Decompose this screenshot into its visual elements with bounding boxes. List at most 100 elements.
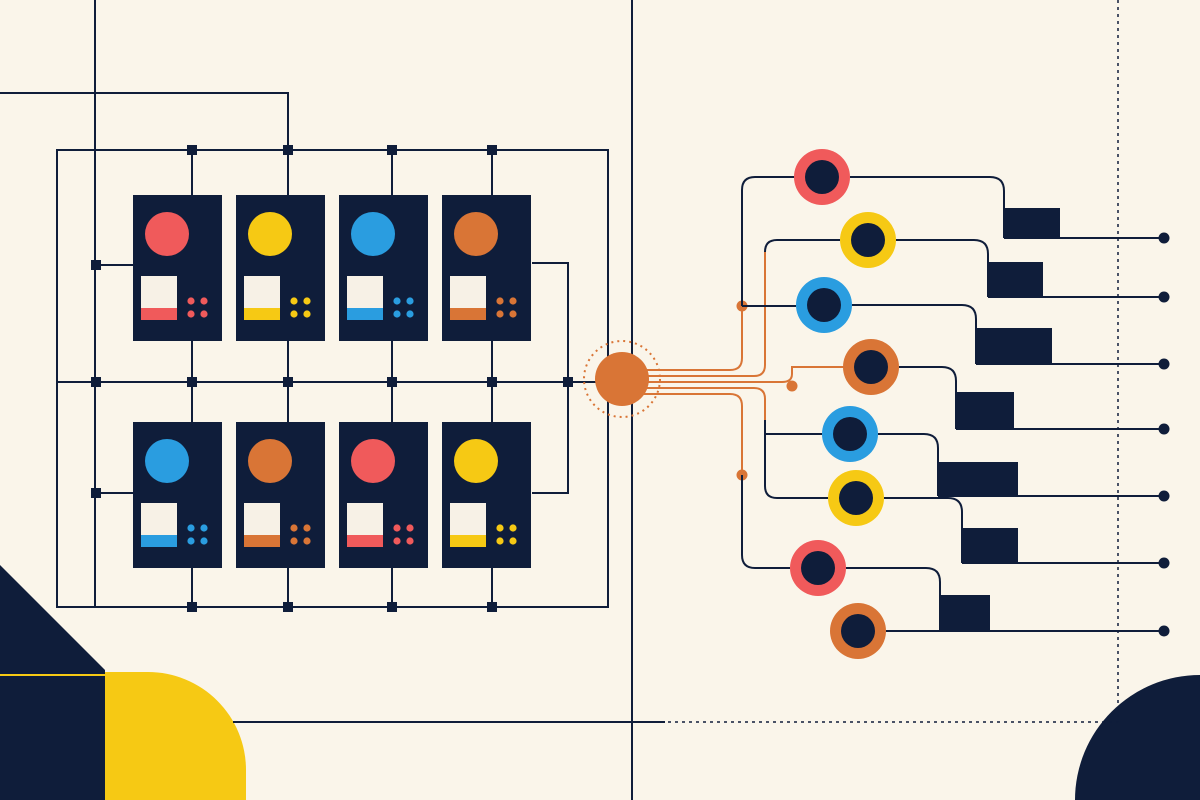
module-status-dot (200, 537, 208, 545)
module-status-dot (187, 310, 195, 318)
bus-junction (387, 602, 397, 612)
terminal-dot (1158, 232, 1170, 244)
module-status-dot (406, 537, 414, 545)
module-indicator-light (351, 212, 395, 256)
module-panel (347, 503, 383, 535)
module-status-dot (496, 310, 504, 318)
corner-half-circle (1075, 675, 1200, 800)
module-status-dot (406, 524, 414, 532)
bus-junction (487, 602, 497, 612)
module-status-dot (393, 297, 401, 305)
bus-junction (487, 145, 497, 155)
module-panel (244, 276, 280, 308)
module-status-dot (393, 537, 401, 545)
signal-line (846, 567, 941, 631)
module-status-dot (303, 524, 311, 532)
hub-dotted-ring (583, 340, 661, 418)
bus-junction (91, 377, 101, 387)
trace-line (642, 306, 743, 371)
output-core (851, 223, 885, 257)
output-ring-node (843, 339, 899, 395)
module-status-dot (290, 310, 298, 318)
module-grid (133, 195, 531, 568)
module-status-dot (406, 310, 414, 318)
bus-junction (387, 145, 397, 155)
signal-line (852, 304, 977, 364)
module-level-bar (347, 308, 383, 320)
module-status-dot (200, 524, 208, 532)
module-status-dot (187, 524, 195, 532)
bus-junction (187, 145, 197, 155)
indicator-module (339, 422, 428, 568)
signal-line (884, 497, 963, 563)
terminal-dot (1158, 291, 1170, 303)
branch-line (741, 475, 790, 569)
module-status-dot (187, 537, 195, 545)
bus-junction (283, 377, 293, 387)
signal-block (956, 392, 1014, 429)
bus-junction (187, 377, 197, 387)
module-status-dot (496, 297, 504, 305)
output-ring-node (830, 603, 886, 659)
signal-block (1004, 208, 1060, 238)
module-panel (450, 276, 486, 308)
module-status-dot (290, 297, 298, 305)
bus-junction (487, 377, 497, 387)
output-ring-node (790, 540, 846, 596)
bus-junction (563, 377, 573, 387)
module-status-dot (187, 297, 195, 305)
branch-line (764, 420, 822, 435)
module-status-dot (406, 297, 414, 305)
module-status-dot (509, 310, 517, 318)
module-status-dot (509, 297, 517, 305)
corner-quarter-shape (105, 672, 246, 800)
trace-line (642, 387, 766, 420)
central-hub-node (595, 352, 649, 406)
output-core (854, 350, 888, 384)
module-status-dot (509, 524, 517, 532)
bus-junction (283, 602, 293, 612)
indicator-module (442, 422, 531, 568)
module-status-dot (393, 310, 401, 318)
module-level-bar (450, 535, 486, 547)
output-ring-node (822, 406, 878, 462)
output-core (833, 417, 867, 451)
signal-block (988, 262, 1043, 297)
module-level-bar (450, 308, 486, 320)
module-indicator-light (248, 212, 292, 256)
branch-line (764, 239, 840, 253)
module-status-dot (303, 297, 311, 305)
module-panel (141, 276, 177, 308)
bus-junction (387, 377, 397, 387)
module-indicator-light (351, 439, 395, 483)
terminal-dot (1158, 490, 1170, 502)
module-panel (347, 276, 383, 308)
signal-line (896, 239, 989, 297)
branch-line (741, 176, 795, 306)
module-indicator-light (145, 439, 189, 483)
bus-junction (187, 602, 197, 612)
signal-block (940, 595, 990, 631)
module-panel (244, 503, 280, 535)
indicator-module (133, 422, 222, 568)
indicator-module (236, 195, 325, 341)
module-status-dot (290, 537, 298, 545)
module-indicator-light (454, 439, 498, 483)
output-ring-node (828, 470, 884, 526)
module-panel (450, 503, 486, 535)
module-status-dot (200, 310, 208, 318)
module-status-dot (200, 297, 208, 305)
module-status-dot (303, 537, 311, 545)
output-core (805, 160, 839, 194)
module-status-dot (303, 310, 311, 318)
bus-junction (283, 145, 293, 155)
signal-line (850, 176, 1005, 238)
trace-junction-dot (786, 380, 798, 392)
top-bracket-line (0, 92, 289, 150)
module-level-bar (347, 535, 383, 547)
bus-connector (532, 262, 569, 382)
module-status-dot (509, 537, 517, 545)
output-fan-lines (642, 176, 1170, 637)
output-ring-node (796, 277, 852, 333)
